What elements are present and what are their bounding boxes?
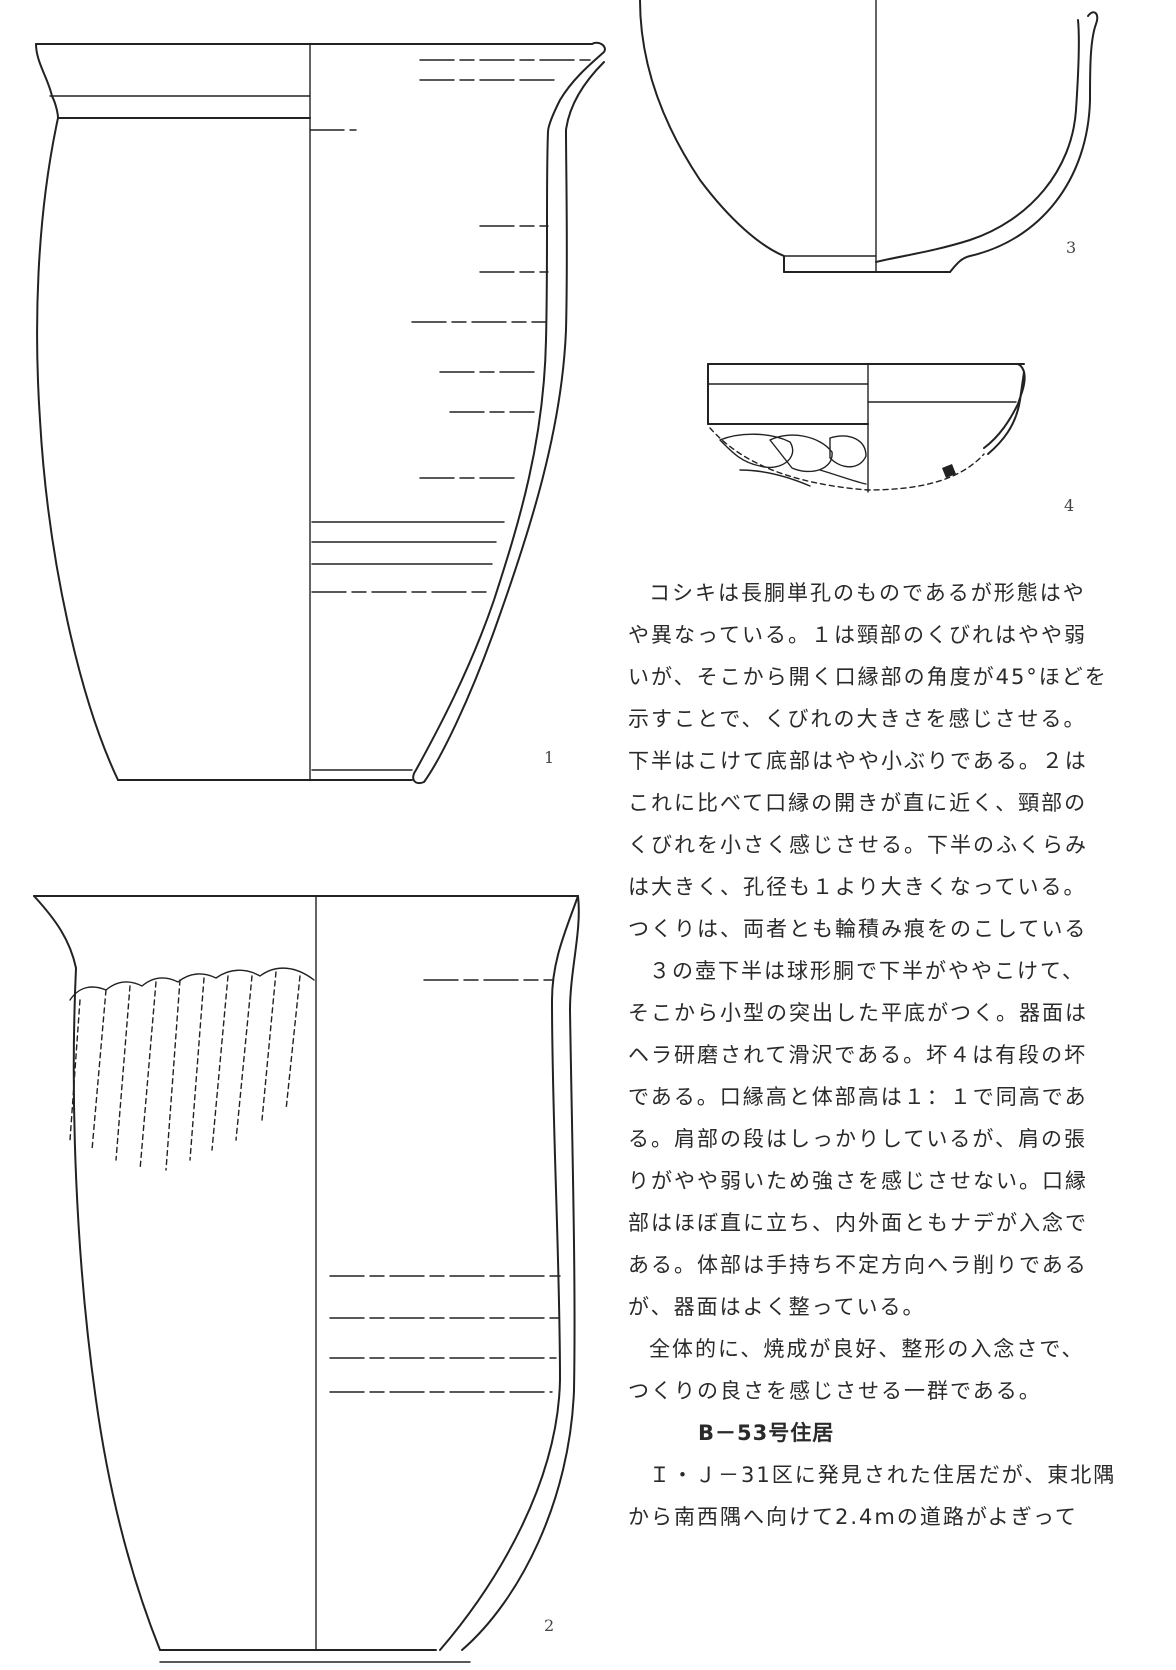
text-line: ３の壺下半は球形胴で下半がややこけて、 bbox=[649, 959, 1085, 983]
text-line: や異なっている。１は頸部のくびれはやや弱 bbox=[628, 623, 1087, 647]
vessel-4-drawing bbox=[707, 363, 1026, 493]
text-line: そこから小型の突出した平底がつく。器面は bbox=[628, 1001, 1088, 1025]
vessel-1-drawing bbox=[35, 41, 606, 784]
text-line: くびれを小さく感じさせる。下半のふくらみ bbox=[628, 833, 1088, 857]
text-line: つくりの良さを感じさせる一群である。 bbox=[628, 1379, 1042, 1403]
text-line: が、器面はよく整っている。 bbox=[628, 1295, 926, 1319]
text-line: ある。体部は手持ち不定方向へラ削りである bbox=[628, 1253, 1088, 1277]
text-line: ヘラ研磨されて滑沢である。坏４は有段の坏 bbox=[628, 1043, 1088, 1067]
text-line: 部はほぼ直に立ち、内外面ともナデが入念で bbox=[628, 1211, 1088, 1235]
body-text: コシキは長胴単孔のものであるが形態はや や異なっている。１は頸部のくびれはやや弱… bbox=[628, 572, 1176, 1538]
text-line: いが、そこから開く口縁部の角度が45°ほどを bbox=[628, 665, 1108, 689]
section-heading: B－53号住居 bbox=[698, 1421, 835, 1445]
text-line: は大きく、孔径も１より大きくなっている。 bbox=[628, 875, 1087, 899]
text-line: コシキは長胴単孔のものであるが形態はや bbox=[649, 581, 1086, 605]
text-line: Ｉ・Ｊ－31区に発見された住居だが、東北隅 bbox=[649, 1463, 1117, 1487]
figure-number-2: 2 bbox=[544, 1616, 555, 1635]
text-line: 下半はこけて底部はやや小ぶりである。２は bbox=[628, 749, 1088, 773]
text-line: これに比べて口縁の開きが直に近く、頸部の bbox=[628, 791, 1088, 815]
text-line: 全体的に、焼成が良好、整形の入念さで、 bbox=[649, 1337, 1085, 1361]
text-line: つくりは、両者とも輪積み痕をのこしている bbox=[628, 917, 1088, 941]
text-line: りがやや弱いため強さを感じさせない。口縁 bbox=[628, 1169, 1088, 1193]
vessel-2-drawing bbox=[33, 895, 580, 1663]
text-line: る。肩部の段はしっかりしているが、肩の張 bbox=[628, 1127, 1087, 1151]
text-line: 示すことで、くびれの大きさを感じさせる。 bbox=[628, 707, 1087, 731]
figure-number-4: 4 bbox=[1064, 496, 1075, 515]
text-line: である。口縁高と体部高は１：１で同高であ bbox=[628, 1085, 1088, 1109]
text-line: から南西隅へ向けて2.4mの道路がよぎって bbox=[628, 1505, 1078, 1529]
figure-number-3: 3 bbox=[1066, 238, 1077, 257]
vessel-3-drawing bbox=[639, 0, 1099, 273]
figure-number-1: 1 bbox=[544, 748, 555, 767]
